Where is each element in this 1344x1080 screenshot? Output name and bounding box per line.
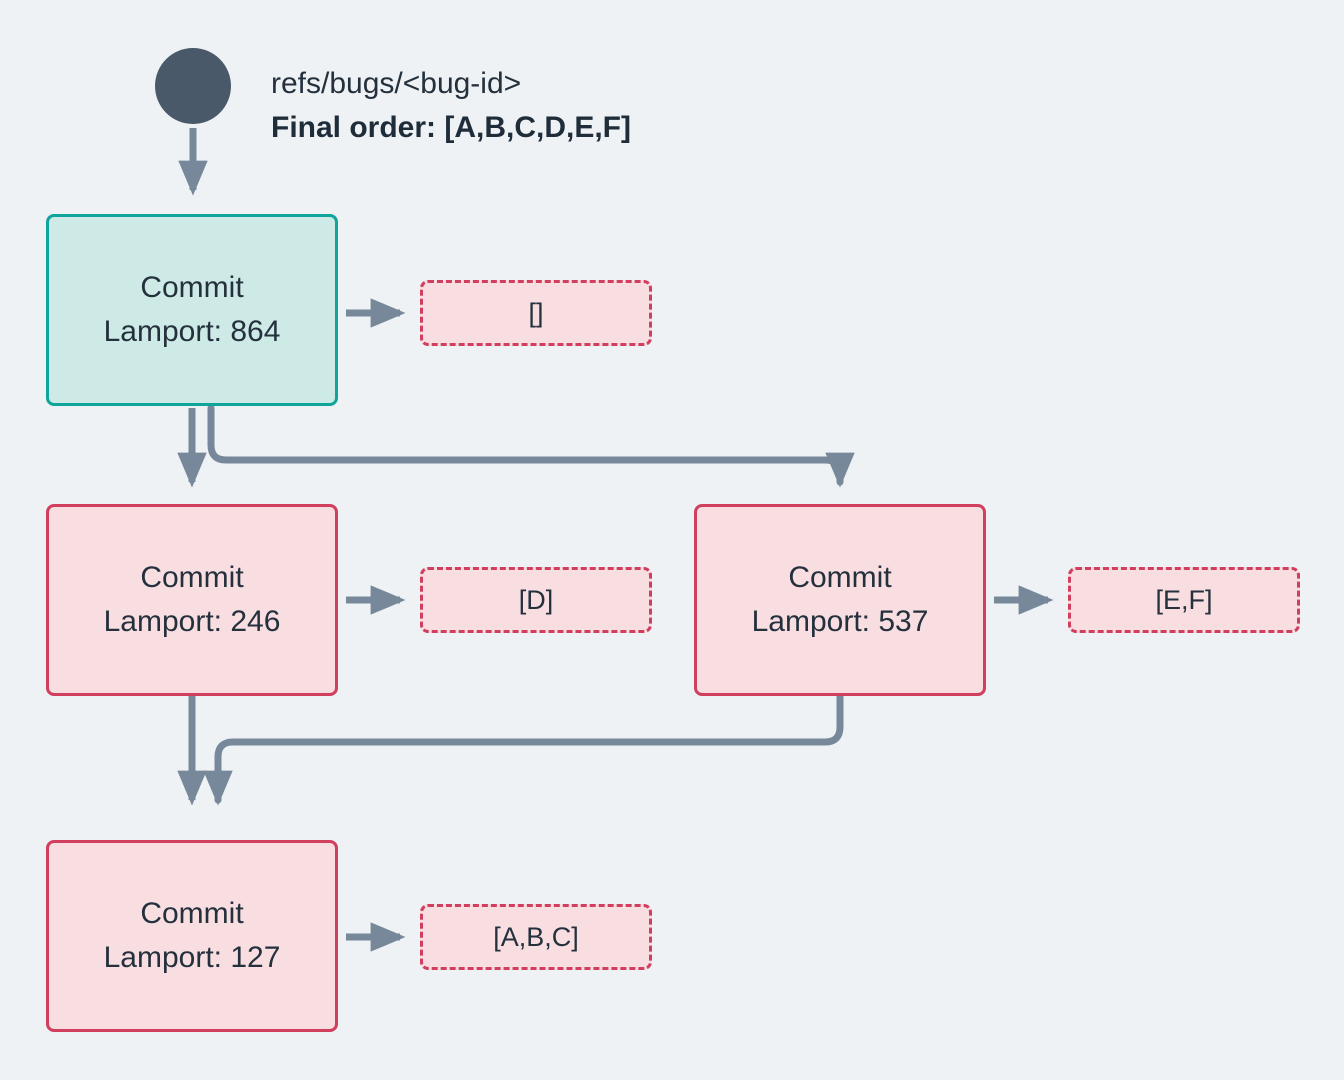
- payload-box-127: [A,B,C]: [420, 904, 652, 970]
- payload-text: []: [528, 298, 544, 328]
- ref-header: refs/bugs/<bug-id> Final order: [A,B,C,D…: [271, 62, 971, 150]
- commit-title: Commit: [140, 897, 244, 930]
- commit-lamport: Lamport: 127: [103, 941, 281, 974]
- payload-box-537: [E,F]: [1068, 567, 1300, 633]
- edge-commit537-to-commit127: [203, 692, 844, 806]
- payload-box-246: [D]: [420, 567, 652, 633]
- payload-box-864: []: [420, 280, 652, 346]
- commit-title: Commit: [140, 271, 244, 304]
- commit-title: Commit: [140, 561, 244, 594]
- commit-node-537[interactable]: Commit Lamport: 537: [694, 504, 986, 696]
- edge-commit864-to-commit537: [207, 404, 855, 488]
- commit-lamport: Lamport: 864: [103, 315, 281, 348]
- ref-label: refs/bugs/<bug-id>: [271, 67, 522, 100]
- commit-lamport: Lamport: 537: [751, 605, 929, 638]
- commit-node-864[interactable]: Commit Lamport: 864: [46, 214, 338, 406]
- root-ref-marker: [155, 48, 231, 124]
- payload-text: [E,F]: [1155, 585, 1213, 615]
- commit-title: Commit: [788, 561, 892, 594]
- payload-text: [A,B,C]: [493, 922, 579, 952]
- commit-node-246[interactable]: Commit Lamport: 246: [46, 504, 338, 696]
- commit-lamport: Lamport: 246: [103, 605, 281, 638]
- payload-text: [D]: [518, 585, 554, 615]
- final-order-label: Final order: [A,B,C,D,E,F]: [271, 111, 631, 144]
- commit-node-127[interactable]: Commit Lamport: 127: [46, 840, 338, 1032]
